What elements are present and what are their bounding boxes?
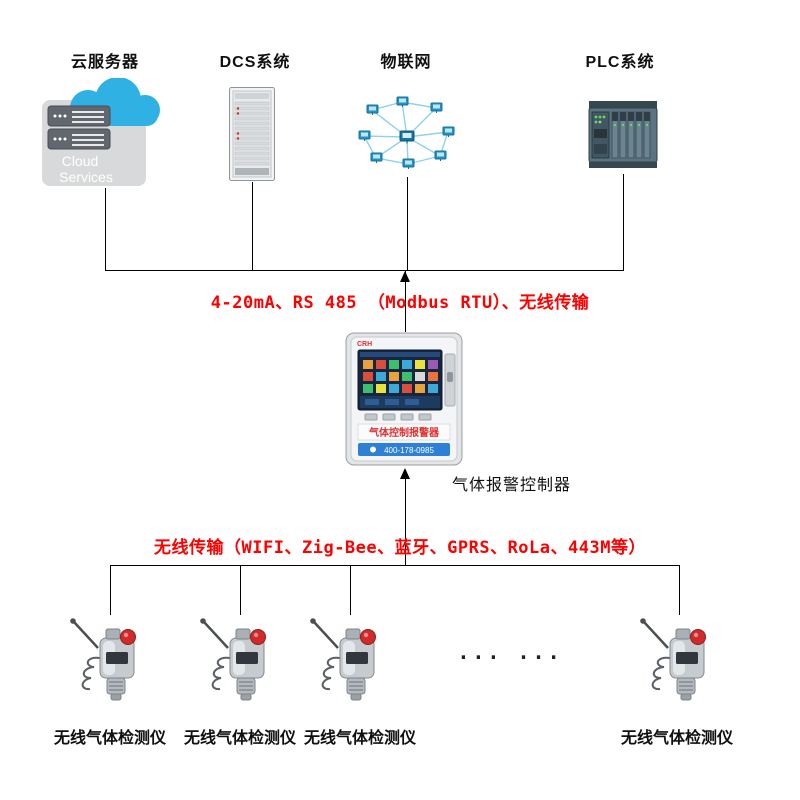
cloud-text-line1: Cloud <box>62 153 99 169</box>
detector-label-3: 无线气体检测仪 <box>303 730 416 747</box>
wireless-detector-icon-2 <box>192 612 288 708</box>
device-label-dcs: DCS系统 <box>219 54 291 71</box>
drop-line-1 <box>110 565 111 615</box>
connector-line-dcs <box>252 182 253 270</box>
plc-module-icon <box>588 101 658 168</box>
detector-label-1: 无线气体检测仪 <box>53 730 166 747</box>
device-label-iot: 物联网 <box>380 54 432 71</box>
ellipsis-text: ... ... <box>457 640 563 664</box>
top-arrow-line <box>405 271 406 332</box>
wireless-detector-icon-3 <box>302 612 398 708</box>
connector-line-iot <box>407 177 408 270</box>
controller-brand: CRH <box>357 341 372 348</box>
iot-network-icon <box>358 96 455 169</box>
connector-line-cloud <box>105 188 106 270</box>
arrow-up-icon-bottom <box>400 468 410 479</box>
top-bus-line <box>105 270 624 271</box>
dcs-cabinet-icon <box>229 87 275 181</box>
connector-line-plc <box>623 174 624 270</box>
arrow-up-icon-top <box>400 271 410 282</box>
detector-label-4: 无线气体检测仪 <box>620 730 733 747</box>
gas-alarm-controller-icon: CRH 气体控制报警器 400-178-0985 <box>345 332 463 466</box>
wireless-detector-icon-4 <box>632 612 728 708</box>
controller-caption: 气体报警控制器 <box>452 477 572 494</box>
cloud-text-line2: Services <box>59 169 113 185</box>
drop-line-3 <box>350 565 351 615</box>
bottom-bus-line <box>110 565 680 566</box>
cloud-server-icon: Cloud Services <box>42 78 160 186</box>
detector-label-2: 无线气体检测仪 <box>183 730 296 747</box>
top-bus-label: 4-20mA、RS 485 （Modbus RTU）、无线传输 <box>210 293 590 313</box>
bottom-arrow-line <box>405 470 406 565</box>
device-label-plc: PLC系统 <box>585 54 655 71</box>
bottom-bus-label: 无线传输（WIFI、Zig-Bee、蓝牙、GPRS、RoLa、443M等） <box>154 538 646 558</box>
device-label-cloud: 云服务器 <box>70 54 139 71</box>
drop-line-2 <box>240 565 241 615</box>
controller-screen-label: 气体控制报警器 <box>368 426 440 439</box>
controller-phone: 400-178-0985 <box>384 446 434 455</box>
drop-line-4 <box>679 565 680 615</box>
wireless-detector-icon-1 <box>62 612 158 708</box>
